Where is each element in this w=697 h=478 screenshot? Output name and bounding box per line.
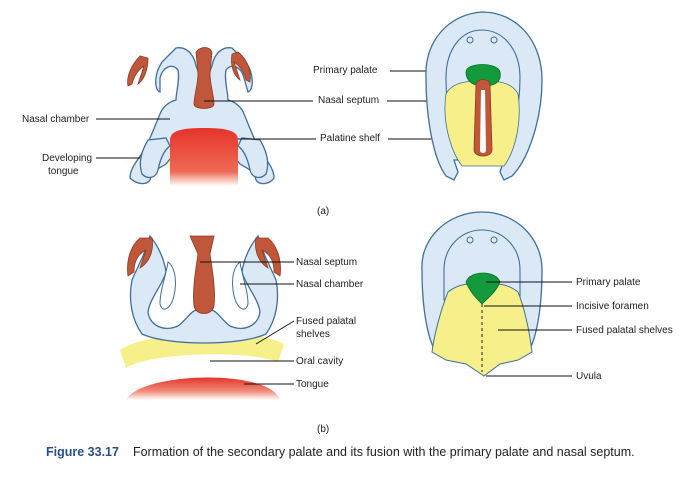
label-nasal-septum-b: Nasal septum — [296, 257, 357, 268]
label-palatine-shelf-a: Palatine shelf — [320, 133, 380, 144]
turbinate-b-right — [255, 237, 281, 277]
panel-a-palate-drawing — [425, 11, 543, 181]
right-turbinate-shape — [231, 51, 251, 83]
nostril-left-a — [466, 36, 474, 44]
nostril-right-b — [490, 236, 498, 244]
nasal-chamber-left-b — [159, 261, 176, 310]
figure-number: Figure 33.17 — [46, 445, 119, 459]
nasal-chamber-right-b — [232, 261, 249, 310]
label-fused-palatal-shelves-b-right: Fused palatal shelves — [576, 325, 673, 336]
label-oral-cavity-b: Oral cavity — [296, 356, 343, 367]
panel-b-palate-drawing — [421, 211, 543, 377]
leader-fused-palatal-shelves-b — [255, 320, 295, 345]
primary-palate-b — [465, 272, 501, 305]
developing-tongue-shape — [170, 128, 238, 186]
panel-b-section-drawing — [120, 234, 284, 400]
primary-palate-a — [465, 64, 501, 87]
figure-caption: Figure 33.17 Formation of the secondary p… — [46, 445, 686, 459]
left-palatine-shelf-shape — [139, 137, 171, 179]
label-fused-palatal-shelves-b-2: shelves — [296, 329, 330, 340]
label-incisive-foramen-b: Incisive foramen — [576, 301, 649, 312]
caption-text: Formation of the secondary palate and it… — [132, 445, 635, 459]
label-primary-palate-b: Primary palate — [576, 277, 641, 288]
label-fused-palatal-shelves-b-1: Fused palatal — [296, 316, 356, 327]
tissue-b-outline — [129, 234, 279, 344]
panel-label-a: (a) — [317, 206, 329, 217]
right-palatine-shelf-shape — [237, 137, 269, 179]
nasal-septum-shape — [193, 47, 215, 109]
nostril-right-a — [490, 36, 498, 44]
palatal-band-b — [120, 332, 284, 368]
septum-b-shape — [189, 235, 215, 314]
label-tongue-b: Tongue — [296, 379, 329, 390]
panel-a-section-drawing — [108, 47, 275, 186]
nostril-left-b — [466, 236, 474, 244]
panel-label-b: (b) — [317, 424, 329, 435]
label-developing-tongue-a-1: Developing — [42, 153, 92, 164]
turbinate-b-left — [127, 237, 153, 277]
label-developing-tongue-a-2: tongue — [48, 166, 79, 177]
septum-white-core-a — [480, 90, 486, 153]
label-uvula-b: Uvula — [576, 371, 602, 382]
label-nasal-septum-a: Nasal septum — [318, 95, 379, 106]
label-primary-palate-a: Primary palate — [313, 65, 378, 76]
label-nasal-chamber-b: Nasal chamber — [296, 279, 364, 290]
left-turbinate-shape — [127, 55, 149, 87]
tongue-b-shape — [126, 377, 280, 400]
label-nasal-chamber-a: Nasal chamber — [22, 114, 90, 125]
inner-arch-b — [443, 229, 521, 301]
